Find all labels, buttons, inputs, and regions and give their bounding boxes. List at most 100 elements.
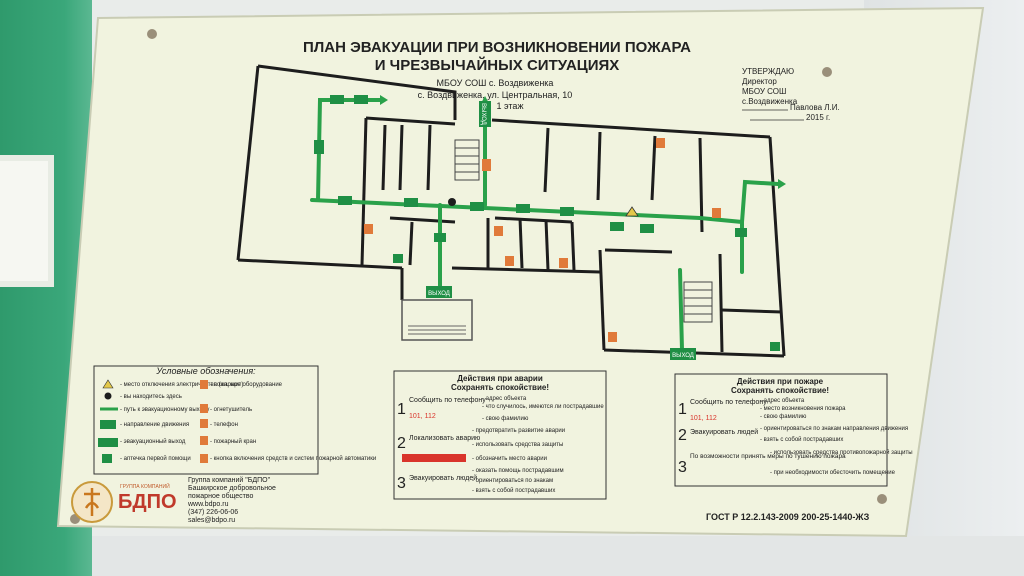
accident-step3-item: - ориентироваться по знакам — [472, 478, 553, 484]
fire-step3-title: По возможности принять меры по тушению п… — [690, 453, 846, 460]
screw-icon — [147, 29, 157, 39]
exit-sign: ВЫХОД — [670, 348, 696, 360]
approval-role: Директор — [742, 77, 777, 86]
direction-sign-icon — [100, 420, 116, 429]
fire-actions-panel: Действия при пожаре Сохранять спокойстви… — [674, 373, 913, 487]
fire-step2-item: - взять с собой пострадавших — [760, 436, 843, 443]
window — [0, 155, 54, 287]
accident-step1-phones: 101, 112 — [409, 413, 436, 420]
plan-title-line2: И ЧРЕЗВЫЧАЙНЫХ СИТУАЦИЯХ — [375, 56, 620, 74]
legend-item: - путь к эвакуационному выходу — [120, 407, 209, 413]
legend-item: - пожарный кран — [210, 438, 256, 445]
step-number: 1 — [678, 401, 687, 418]
staircase — [683, 281, 713, 323]
accident-step2-item: - использовать средства защиты — [472, 442, 563, 448]
fire-heading: Действия при пожаре — [737, 377, 824, 386]
org-name: МБОУ СОШ с. Воздвиженка — [437, 78, 554, 88]
hazard-stripe-icon — [402, 454, 466, 462]
accident-step1-title: Сообщить по телефону — [409, 396, 486, 404]
company-email: sales@bdpo.ru — [188, 517, 235, 524]
wall-bottom — [92, 536, 1024, 576]
legend-item: - направление движения — [120, 422, 189, 428]
accident-step2-title: Локализовать аварию — [409, 435, 480, 442]
bdpo-logo-mark — [84, 488, 100, 516]
company-group-tag: ГРУППА КОМПАНИЙ — [120, 482, 170, 490]
approval-org: МБОУ СОШ — [742, 87, 786, 96]
exit-sign: ВЫХОД — [426, 286, 452, 298]
svg-text:ВЫХОД: ВЫХОД — [672, 353, 694, 359]
accident-step1-item: - адрес объекта — [482, 396, 527, 402]
legend-item: - телефон — [210, 422, 238, 428]
org-address: с. Воздвиженка, ул. Центральная, 10 — [418, 90, 573, 100]
accident-step1-item: - что случилось, имеются ли пострадавшие — [482, 404, 604, 410]
legend-item: - место отключения электричества (эл. щи… — [120, 382, 243, 388]
fire-equipment-icon — [364, 138, 721, 342]
phone-icon — [200, 419, 208, 428]
legend-item: - кнопка включения средств и систем пожа… — [210, 455, 376, 462]
approval-heading: УТВЕРЖДАЮ — [742, 67, 794, 76]
fire-hose-icon — [200, 436, 208, 445]
porch-steps — [408, 325, 466, 335]
extinguisher-icon — [200, 404, 208, 413]
accident-actions-panel: Действия при аварии Сохранять спокойстви… — [393, 370, 607, 500]
legend: Условные обозначения: - место отключения… — [93, 365, 376, 475]
step-number: 1 — [397, 401, 406, 418]
floor-label: 1 этаж — [497, 101, 524, 111]
accident-heading: Действия при аварии — [457, 374, 543, 383]
company-line2: Башкирское добровольное — [188, 484, 276, 492]
fire-step3-item: - использовать средства противопожарной … — [770, 449, 913, 456]
fire-step1-title: Сообщить по телефону — [690, 398, 767, 406]
plate — [56, 6, 985, 538]
first-aid-icon — [102, 454, 112, 463]
step-number: 3 — [678, 459, 687, 476]
exit-sign-icon — [98, 438, 118, 447]
company-phone: (347) 226-06-06 — [188, 509, 238, 516]
accident-step3-title: Эвакуировать людей — [409, 474, 477, 482]
screw-icon — [877, 494, 887, 504]
fire-step1-item: - адрес объекта — [760, 398, 805, 404]
fire-subheading: Сохранять спокойствие! — [731, 386, 829, 395]
you-are-here-icon — [448, 198, 456, 206]
legend-heading: Условные обозначения: — [155, 366, 256, 376]
legend-item: - аптечка первой помощи — [120, 455, 191, 462]
company-name: Группа компаний "БДПО" — [188, 476, 271, 484]
accident-step2-item: - обозначить место аварии — [472, 456, 547, 462]
accident-step1-item: - свою фамилию — [482, 416, 529, 422]
staircase — [454, 139, 480, 181]
standard-code: ГОСТ Р 12.2.143-2009 200-25-1440-ЖЗ — [706, 512, 870, 522]
fire-equipment-icon — [200, 380, 208, 389]
accident-step3-item: - взять с собой пострадавших — [472, 487, 555, 494]
company-block: ГРУППА КОМПАНИЙ БДПО Группа компаний "БД… — [71, 476, 276, 524]
legend-item: - пожарное оборудование — [210, 382, 283, 388]
company-site: www.bdpo.ru — [187, 501, 229, 508]
approval-place: с.Воздвиженка — [742, 97, 798, 106]
alarm-button-icon — [200, 454, 208, 463]
fire-step1-item: - место возникновения пожара — [760, 406, 846, 412]
fire-step1-item: - свою фамилию — [760, 414, 807, 420]
fire-step2-item: - ориентироваться по знакам направления … — [760, 426, 908, 432]
porch — [401, 299, 473, 341]
legend-item: - эвакуационный выход — [120, 438, 186, 445]
fire-step2-title: Эвакуировать людей — [690, 428, 758, 436]
legend-item: - вы находитесь здесь — [120, 394, 182, 400]
step-number: 2 — [397, 435, 406, 452]
svg-text:ВЫХОД: ВЫХОД — [428, 291, 450, 297]
accident-step2-item: - предотвратить развитие аварии — [472, 428, 565, 434]
route-marker-icon — [314, 95, 780, 351]
step-number: 3 — [397, 475, 406, 492]
svg-text:ВЫХОД: ВЫХОД — [480, 103, 486, 125]
electric-panel-icon — [625, 206, 639, 217]
exit-sign: ВЫХОД — [479, 101, 491, 127]
company-line3: пожарное общество — [188, 492, 253, 500]
accident-subheading: Сохранять спокойствие! — [451, 383, 549, 392]
accident-step3-item: - оказать помощь пострадавшим — [472, 468, 564, 474]
step-number: 2 — [678, 427, 687, 444]
you-are-here-icon — [104, 392, 112, 400]
legend-item: - огнетушитель — [210, 407, 252, 413]
electric-panel-icon — [102, 379, 114, 389]
screw-icon — [822, 67, 832, 77]
company-brand: БДПО — [118, 491, 177, 513]
fire-step1-phones: 101, 112 — [690, 415, 717, 422]
fire-step3-item: - при необходимости обесточить помещение — [770, 470, 896, 476]
